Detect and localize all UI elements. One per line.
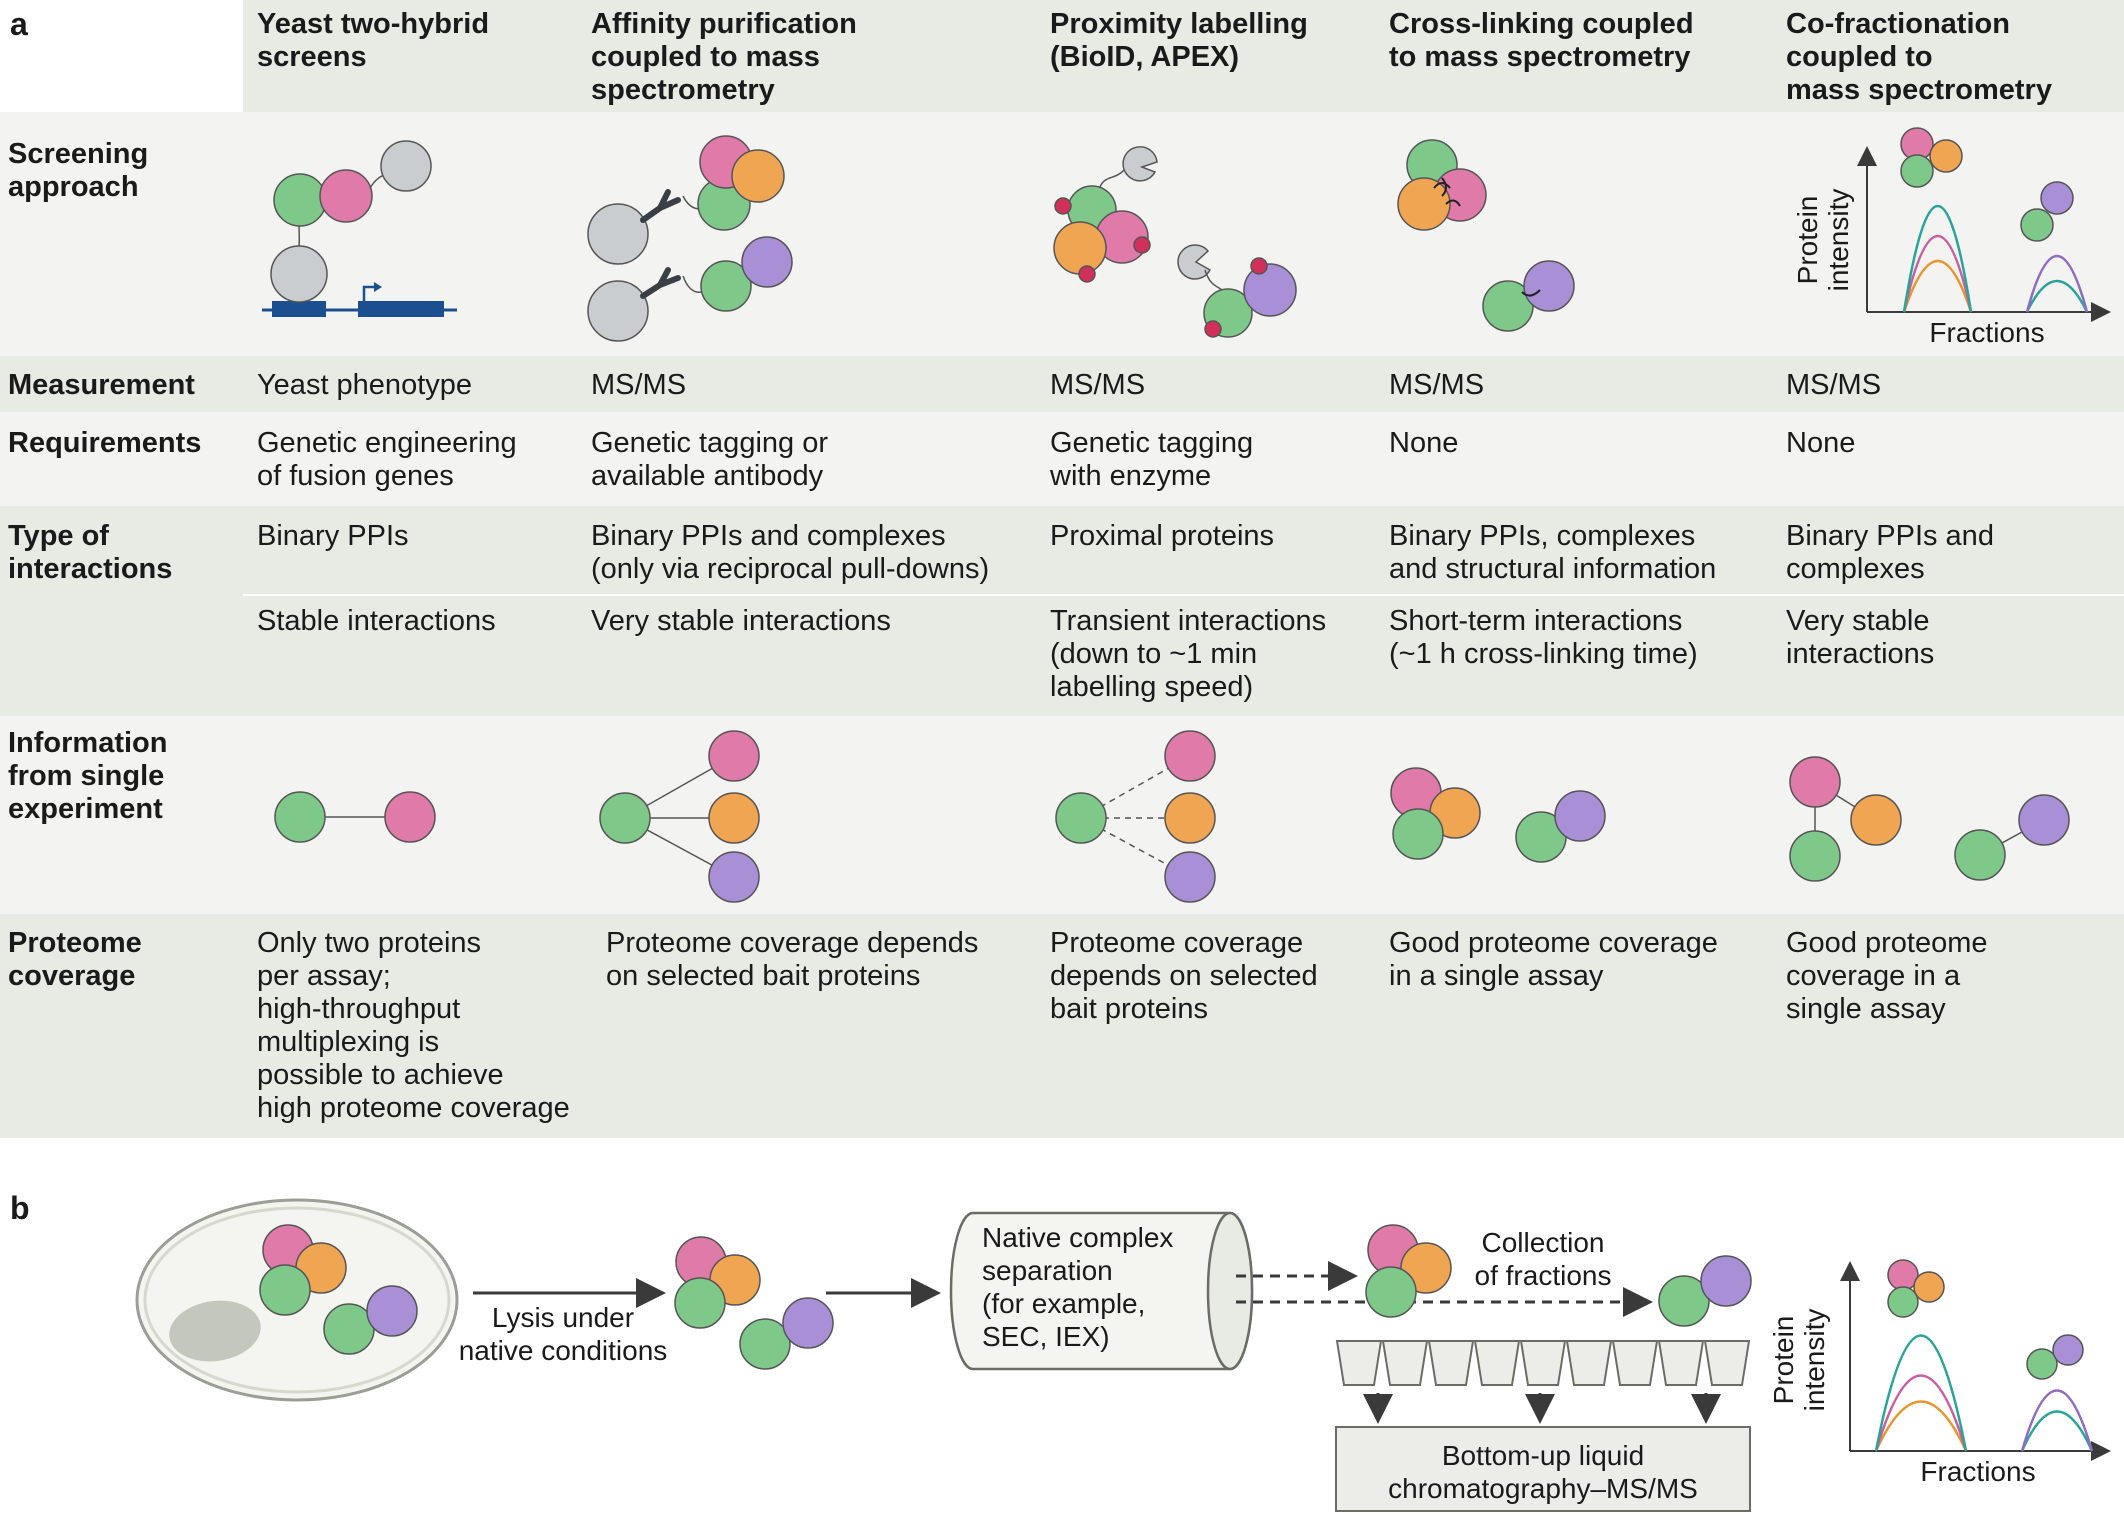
lcms-label-line1: Bottom-up liquid <box>1442 1440 1644 1471</box>
plot-b-ylabel-line1: Protein <box>1768 1316 1799 1405</box>
row-label-measurement: Measurement <box>8 369 195 401</box>
coverage-cell: Good proteome coverage in a single assay <box>1786 927 1988 1025</box>
measurement-cell: MS/MS <box>591 369 687 401</box>
row-label-requirements: Requirements <box>8 427 202 459</box>
row-label-information: Information from single experiment <box>8 727 168 825</box>
column-label-line2: separation <box>982 1255 1113 1286</box>
lysis-label-line2: native conditions <box>459 1335 668 1366</box>
interaction-type-cell: Binary PPIs and complexes (only via reci… <box>591 520 990 585</box>
lysate-complexes <box>674 1236 834 1370</box>
column-header-proximity-labelling: Proximity labelling (BioID, APEX) <box>1050 8 1308 73</box>
interaction-stability-cell: Stable interactions <box>257 605 496 637</box>
column-label-line3: (for example, <box>982 1288 1145 1319</box>
interaction-stability-cell: Very stable interactions <box>591 605 891 637</box>
measurement-cell: MS/MS <box>1389 369 1485 401</box>
row-label-proteome-coverage: Proteome coverage <box>8 927 142 992</box>
collection-label-line1: Collection <box>1482 1227 1605 1258</box>
column-header-co-fractionation: Co-fractionation coupled to mass spectro… <box>1786 8 2052 106</box>
type-row-divider <box>243 594 2124 596</box>
information-diagrams <box>274 730 2070 903</box>
interaction-type-cell: Binary PPIs, complexes and structural in… <box>1389 520 1717 585</box>
interaction-stability-cell: Transient interactions (down to ~1 min l… <box>1050 605 1327 703</box>
collection-label-line2: of fractions <box>1475 1260 1612 1291</box>
plot-b-xlabel: Fractions <box>1920 1456 2035 1487</box>
measurement-cell: MS/MS <box>1786 369 1882 401</box>
interaction-stability-cell: Very stable interactions <box>1786 605 1935 670</box>
requirements-cell: Genetic tagging or available antibody <box>591 427 828 492</box>
column-header-cross-linking: Cross-linking coupled to mass spectromet… <box>1389 8 1694 73</box>
row-band-type <box>0 506 2124 716</box>
plot-b-ylabel-line2: intensity <box>1799 1309 1830 1412</box>
plot-a-ylabel-line2: intensity <box>1823 189 1854 292</box>
co-fractionation-plot-a: Protein intensity Fractions <box>1792 127 2111 348</box>
row-band-requirements <box>0 412 2124 506</box>
row-band-measurement <box>0 356 2124 412</box>
lcms-box <box>1335 1426 1751 1512</box>
cross-linking-illustration <box>1397 139 1575 332</box>
yeast-two-hybrid-illustration <box>262 140 457 317</box>
interaction-type-cell: Proximal proteins <box>1050 520 1275 552</box>
interaction-stability-cell: Short-term interactions (~1 h cross-link… <box>1389 605 1698 670</box>
lysis-label-line1: Lysis under <box>492 1302 634 1333</box>
column-label-line1: Native complex <box>982 1222 1173 1253</box>
coverage-cell: Proteome coverage depends on selected ba… <box>606 927 979 992</box>
affinity-purification-illustration <box>587 135 793 342</box>
panel-b-letter: b <box>10 1190 30 1226</box>
separation-column <box>949 1211 1254 1371</box>
row-band-coverage <box>0 914 2124 1138</box>
co-fractionation-plot-b: Protein intensity Fractions <box>1768 1259 2111 1487</box>
column-header-affinity-purification: Affinity purification coupled to mass sp… <box>591 8 857 106</box>
requirements-cell: Genetic tagging with enzyme <box>1050 427 1254 492</box>
panel-a-letter: a <box>10 6 28 42</box>
lcms-label-line2: chromatography–MS/MS <box>1388 1473 1698 1504</box>
measurement-cell: MS/MS <box>1050 369 1146 401</box>
interaction-type-cell: Binary PPIs <box>257 520 409 552</box>
column-label-line4: SEC, IEX) <box>982 1321 1110 1352</box>
fraction-plate <box>1335 1340 1751 1386</box>
interaction-type-cell: Binary PPIs and complexes <box>1786 520 1994 585</box>
panel-b-cell <box>135 1198 459 1402</box>
eluted-complexes <box>1365 1224 1752 1327</box>
requirements-cell: Genetic engineering of fusion genes <box>257 427 517 492</box>
coverage-cell: Proteome coverage depends on selected ba… <box>1050 927 1318 1025</box>
plot-a-xlabel: Fractions <box>1929 317 2044 348</box>
measurement-cell: Yeast phenotype <box>257 369 473 401</box>
requirements-cell: None <box>1389 427 1459 459</box>
proximity-labelling-illustration <box>1053 146 1297 338</box>
header-band <box>243 0 2124 112</box>
requirements-cell: None <box>1786 427 1856 459</box>
coverage-cell: Good proteome coverage in a single assay <box>1389 927 1718 992</box>
coverage-cell: Only two proteins per assay; high-throug… <box>257 927 570 1124</box>
column-header-yeast-two-hybrid: Yeast two-hybrid screens <box>257 8 490 73</box>
plot-a-ylabel-line1: Protein <box>1792 196 1823 285</box>
row-label-type-of-interactions: Type of interactions <box>8 520 173 585</box>
row-label-screening-approach: Screening approach <box>8 138 149 203</box>
